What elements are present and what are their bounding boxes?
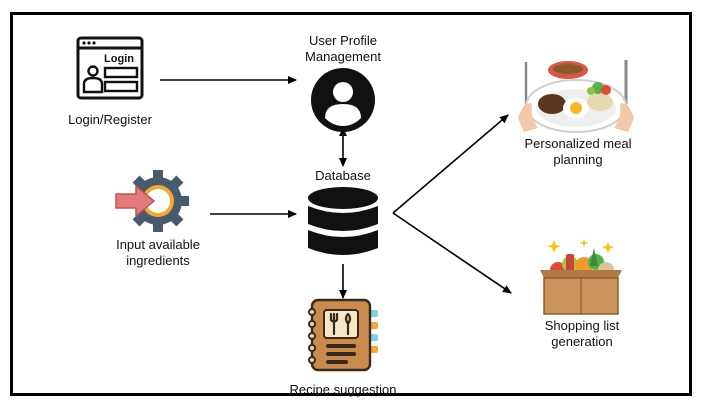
recipe-suggestion-label: Recipe suggestion [289,382,397,397]
edge-database-to-shopping [392,212,512,294]
login-window-icon: Login [76,36,144,100]
database-icon [308,187,378,255]
input-ingredients-label: Input available ingredients [116,237,200,268]
recipe-book-icon [308,298,378,372]
meal-plate-icon [518,60,634,133]
input-gear-icon [115,170,189,232]
login-window-text: Login [104,53,134,65]
login-register-label: Login/Register [68,112,152,127]
user-profile-icon [311,68,375,132]
database-label: Database [315,168,371,183]
shopping-list-label: Shopping list generation [544,318,620,349]
edge-database-to-meal [392,114,509,214]
grocery-box-icon [540,238,622,315]
user-profile-label: User Profile Management [305,33,381,64]
meal-planning-label: Personalized meal planning [524,136,632,167]
